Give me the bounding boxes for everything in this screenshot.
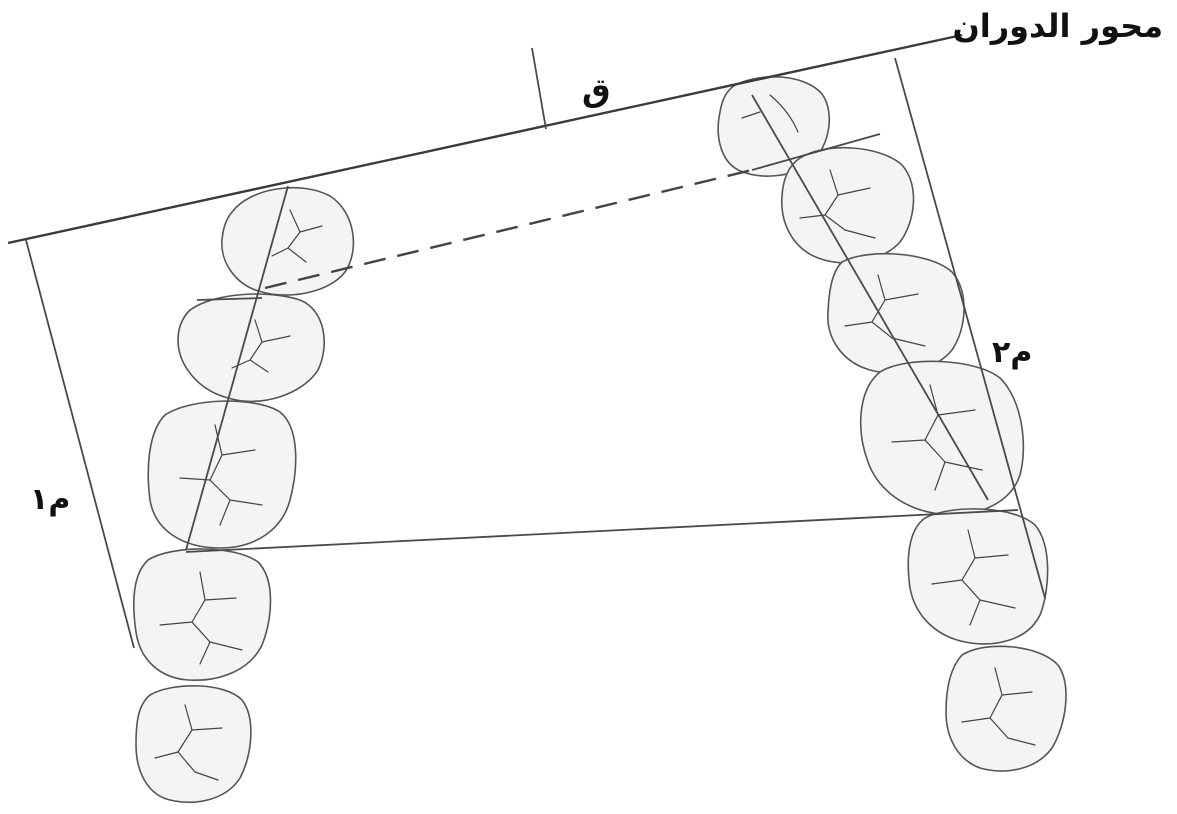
upper-short-line bbox=[196, 297, 263, 301]
construction-lines bbox=[7, 33, 1046, 649]
dashed-cross-extension bbox=[751, 133, 881, 171]
right-arch-line bbox=[751, 94, 989, 501]
rotation-axis-label: محور الدوران bbox=[952, 7, 1163, 45]
tooth-left-4 bbox=[132, 548, 272, 681]
lower-cross-line bbox=[185, 509, 1019, 553]
tooth-right-6 bbox=[945, 645, 1067, 772]
tooth-left-3 bbox=[147, 400, 297, 549]
m1-label: م١ bbox=[30, 482, 71, 517]
q-label: ق bbox=[582, 71, 611, 109]
m2-label: م٢ bbox=[992, 335, 1033, 370]
tooth-right-1 bbox=[717, 75, 830, 177]
tooth-right-5 bbox=[907, 508, 1049, 645]
left-teeth bbox=[132, 186, 355, 803]
axis-leg-right bbox=[894, 57, 1046, 599]
tooth-right-3 bbox=[827, 252, 965, 374]
dashed-cross-line bbox=[264, 168, 753, 290]
axis-tick-q bbox=[531, 47, 547, 130]
left-arch-line bbox=[185, 185, 289, 551]
tooth-right-2 bbox=[781, 146, 915, 264]
tooth-right-4 bbox=[859, 360, 1025, 516]
axis-leg-left bbox=[25, 239, 135, 649]
tooth-left-2 bbox=[177, 293, 325, 403]
tooth-left-5 bbox=[135, 685, 252, 803]
tooth-left-1 bbox=[221, 186, 355, 296]
rotation-axis-line bbox=[7, 33, 963, 245]
right-teeth bbox=[717, 75, 1067, 772]
